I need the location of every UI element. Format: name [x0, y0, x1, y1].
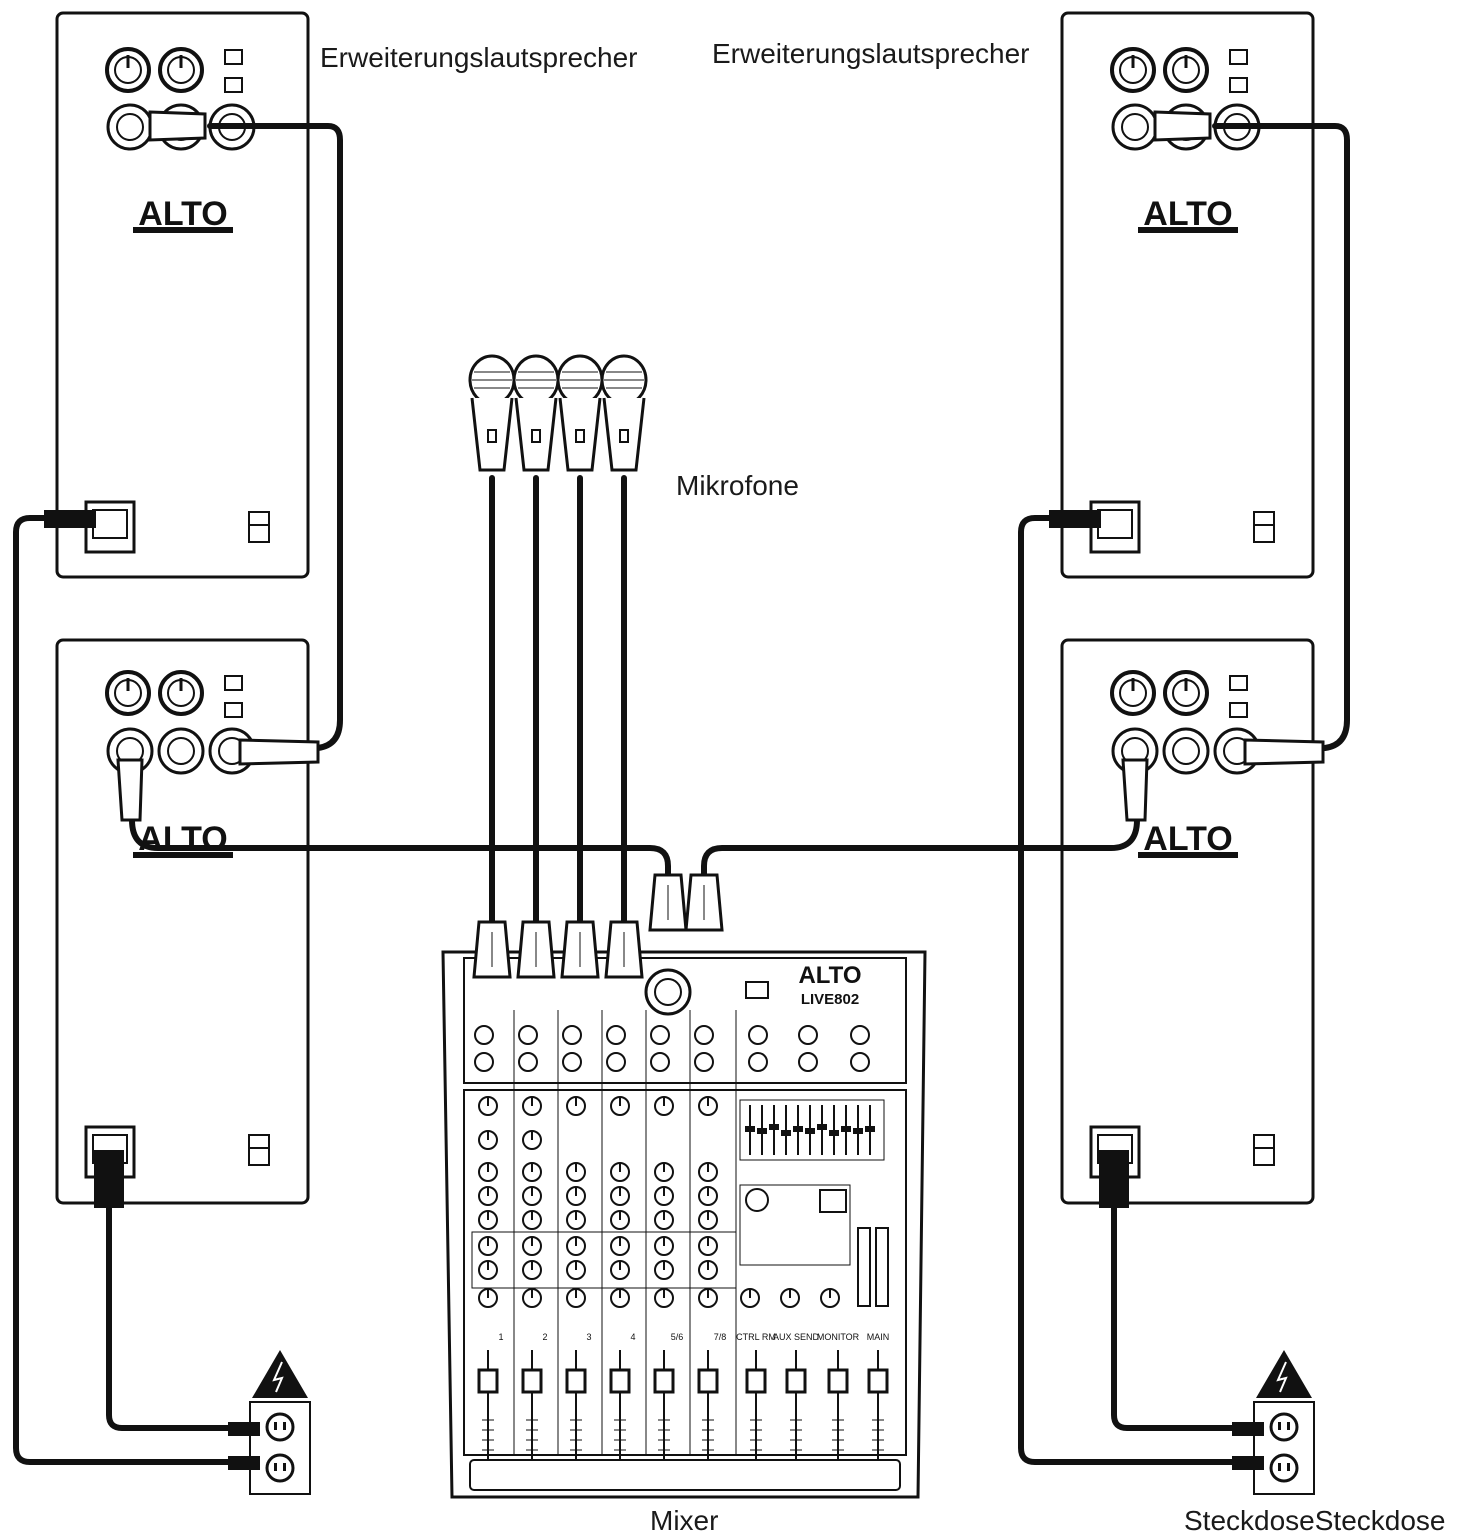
main-out-cable-left [129, 817, 671, 883]
mixer-input-jack-icon [644, 968, 692, 1016]
svg-text:ALTO: ALTO [138, 820, 227, 858]
volume-knob-icon [1163, 670, 1209, 716]
microphone-icon [600, 354, 648, 472]
label-extension-speaker-left: Erweiterungslautsprecher [320, 42, 638, 73]
svg-text:3: 3 [586, 1332, 591, 1342]
main-out-cable-right [701, 817, 1140, 883]
mixer-logo: ALTO LIVE802 [798, 962, 861, 1008]
label-outlets: SteckdoseSteckdose [1184, 1505, 1446, 1536]
svg-text:CTRL RM: CTRL RM [736, 1332, 776, 1342]
xlr-plug-icon [604, 920, 644, 979]
svg-text:MONITOR: MONITOR [817, 1332, 860, 1342]
alto-logo: ALTO [1138, 820, 1238, 858]
usb-port-icon [745, 981, 769, 999]
outlet-left [228, 1350, 312, 1496]
svg-text:ALTO: ALTO [138, 195, 227, 233]
warning-icon [1256, 1350, 1312, 1398]
input-jack-icon [1162, 727, 1210, 775]
xlr-plug-icon [560, 920, 600, 979]
power-cable-right-bottom [1111, 1197, 1248, 1431]
speaker-right-top: ALTO [1060, 11, 1315, 579]
power-plug-icon [44, 510, 96, 528]
volume-knob-icon [158, 47, 204, 93]
xlr-plug-icon [238, 738, 320, 766]
power-switch-icon [1253, 511, 1275, 543]
xlr-plug-icon [116, 758, 144, 822]
power-plug-icon [1232, 1456, 1264, 1470]
svg-text:LIVE802: LIVE802 [801, 991, 859, 1008]
power-cable-left-bottom [106, 1197, 243, 1431]
power-plug-icon [1099, 1150, 1129, 1208]
xlr-plug-icon [472, 920, 512, 979]
channel-labels: 1 2 3 4 5/6 7/8 CTRL RM AUX SEND MONITOR… [498, 1332, 889, 1342]
level-meter [857, 1227, 889, 1307]
power-plug-icon [228, 1422, 260, 1436]
svg-text:1: 1 [498, 1332, 503, 1342]
alto-logo: ALTO [1138, 195, 1238, 233]
volume-knob-icon [1110, 670, 1156, 716]
xlr-plug-icon [148, 110, 207, 142]
xlr-plug-icon [516, 920, 556, 979]
power-plug-icon [1049, 510, 1101, 528]
power-switch-icon [1253, 1134, 1275, 1166]
input-jack-icon [106, 103, 154, 151]
label-extension-speaker-right: Erweiterungslautsprecher [712, 38, 1030, 69]
link-cable-right [1212, 123, 1350, 755]
volume-knob-icon [158, 670, 204, 716]
svg-text:2: 2 [542, 1332, 547, 1342]
plugs [44, 110, 1325, 1208]
speaker-left-bottom: ALTO [55, 638, 310, 1205]
xlr-plug-icon [648, 873, 688, 932]
xlr-plug-icon [1121, 758, 1149, 822]
svg-text:5/6: 5/6 [671, 1332, 684, 1342]
warning-icon [252, 1350, 308, 1398]
power-plug-icon [228, 1456, 260, 1470]
power-cable-right-top [1018, 515, 1248, 1465]
alto-logo: ALTO [133, 195, 233, 233]
xlr-plug-icon [684, 873, 724, 932]
microphone-icon [468, 354, 516, 472]
volume-knob-icon [105, 670, 151, 716]
power-cable-left-top [13, 515, 243, 1465]
speaker-left-top: ALTO [55, 11, 310, 579]
xlr-plug-icon [1243, 738, 1325, 766]
power-plug-icon [94, 1150, 124, 1208]
power-plug-icon [1232, 1422, 1264, 1436]
svg-text:AUX SEND: AUX SEND [773, 1332, 820, 1342]
microphone-icon [512, 354, 560, 472]
volume-knob-icon [105, 47, 151, 93]
power-switch-icon [248, 1134, 270, 1166]
volume-knob-icon [1110, 47, 1156, 93]
outlet-right [1232, 1350, 1316, 1496]
label-mixer: Mixer [650, 1505, 719, 1536]
microphone-icon [556, 354, 604, 472]
input-jack-icon [1111, 103, 1159, 151]
master-knobs [740, 1288, 840, 1308]
label-microphones: Mikrofone [676, 470, 799, 501]
cables [13, 123, 1350, 1465]
svg-text:4: 4 [630, 1332, 635, 1342]
power-switch-icon [248, 511, 270, 543]
xlr-plug-icon [1153, 110, 1212, 142]
svg-text:MAIN: MAIN [867, 1332, 890, 1342]
svg-text:ALTO: ALTO [1143, 195, 1232, 233]
headphone-jack-icon [745, 1188, 769, 1212]
mixer: ALTO LIVE802 1 2 3 4 5/6 [441, 873, 927, 1499]
link-cable-left [207, 123, 343, 755]
svg-text:ALTO: ALTO [798, 962, 861, 989]
microphones [468, 354, 648, 472]
volume-knob-icon [1163, 47, 1209, 93]
svg-text:7/8: 7/8 [714, 1332, 727, 1342]
alto-logo: ALTO [133, 820, 233, 858]
speaker-right-bottom: ALTO [1060, 638, 1315, 1205]
svg-text:ALTO: ALTO [1143, 820, 1232, 858]
input-jack-icon [157, 727, 205, 775]
graphic-eq [739, 1099, 885, 1161]
